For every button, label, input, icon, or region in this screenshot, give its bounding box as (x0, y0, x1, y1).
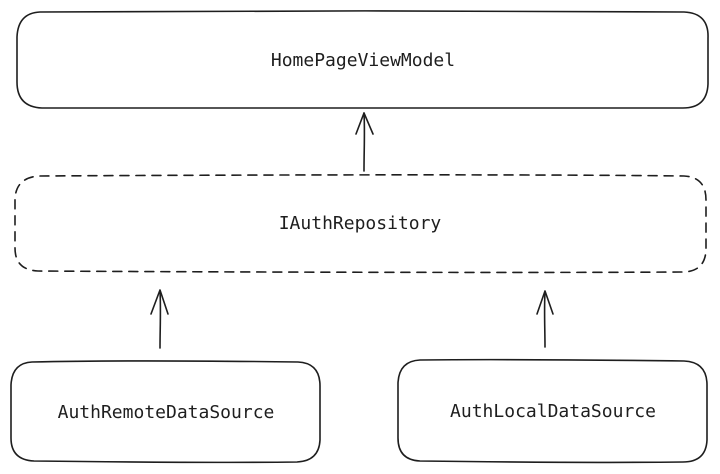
local-source-node[interactable]: AuthLocalDataSource (397, 358, 708, 464)
remote-source-box (10, 360, 321, 464)
repository-label: IAuthRepository (279, 213, 442, 234)
local-source-box (397, 358, 708, 464)
view-model-box (16, 10, 709, 110)
repository-box (14, 174, 707, 274)
arrow-remote-to-repository (150, 289, 169, 349)
arrow-local-to-repository (536, 290, 554, 348)
remote-source-node[interactable]: AuthRemoteDataSource (10, 360, 321, 464)
local-source-label: AuthLocalDataSource (450, 401, 656, 422)
repository-node[interactable]: IAuthRepository (14, 174, 707, 274)
remote-source-label: AuthRemoteDataSource (58, 402, 275, 423)
view-model-label: HomePageViewModel (271, 50, 455, 71)
arrow-repository-to-view-model (355, 112, 374, 172)
view-model-node[interactable]: HomePageViewModel (16, 10, 709, 110)
arrow-head (150, 289, 169, 315)
arrow-head (355, 112, 374, 135)
arrow-head (536, 290, 554, 315)
